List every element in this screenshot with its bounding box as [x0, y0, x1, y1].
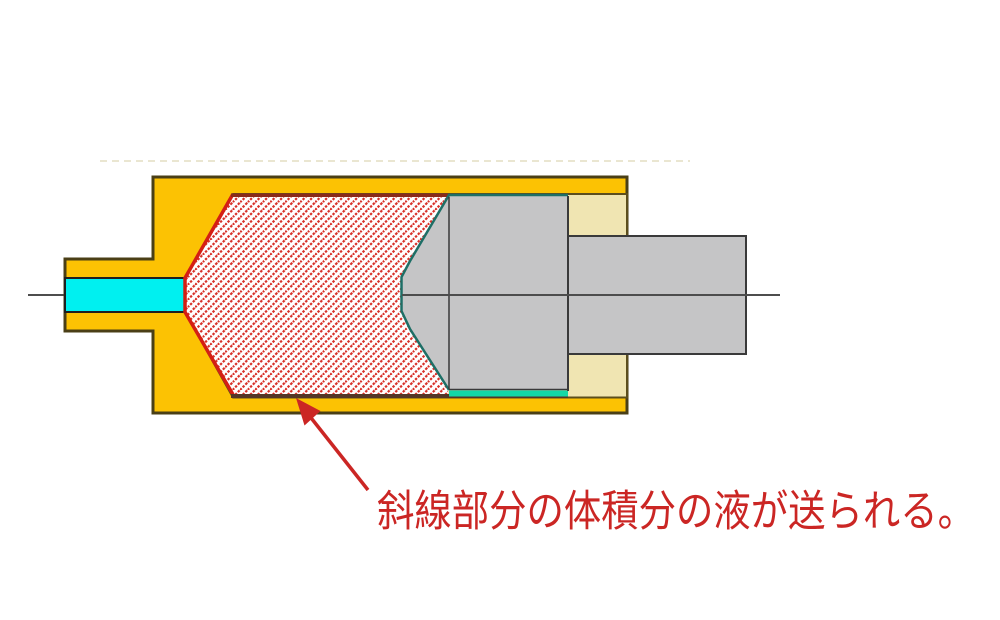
- liquid-hatched-region: [185, 194, 448, 395]
- annotation-arrow-head-icon: [296, 398, 321, 426]
- annotation-arrow-shaft: [306, 412, 370, 492]
- plunger-head: [402, 196, 568, 389]
- inlet-channel: [64, 277, 186, 313]
- plunger-seal-outline: [400, 193, 568, 391]
- hatch-left-border: [183, 193, 235, 396]
- annotation-label: 斜線部分の体積分の液が送られる。: [377, 488, 975, 536]
- plunger-bottom-seal-band: [449, 390, 568, 397]
